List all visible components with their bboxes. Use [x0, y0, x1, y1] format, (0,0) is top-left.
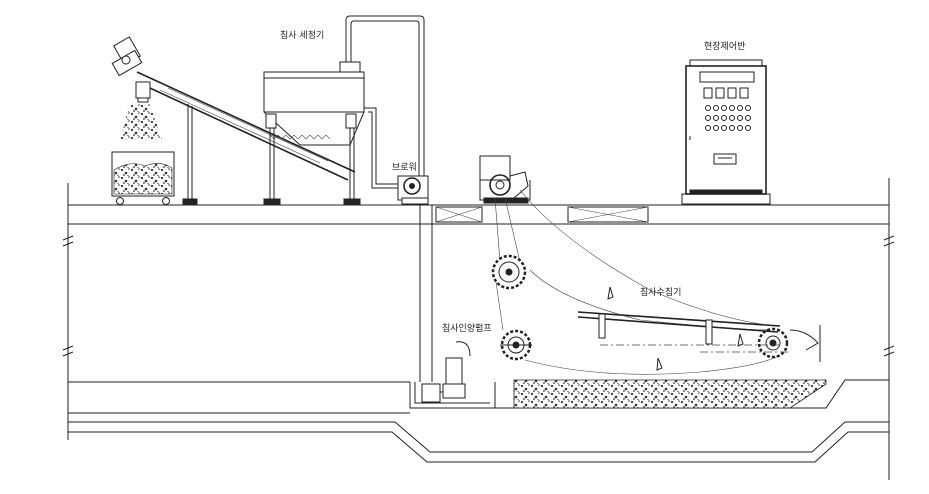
conveyor-motor-icon: [111, 36, 143, 77]
control-panel-label: 현장제어반: [704, 41, 745, 52]
chain-and-sprockets: [491, 189, 821, 375]
ground-structure: [62, 178, 895, 480]
collector-drive-unit: [479, 155, 531, 204]
blower-label: 브로워: [392, 162, 417, 173]
floor-grating: [435, 206, 649, 223]
washer-label: 침사 세정기: [280, 30, 324, 41]
sediment-bed: [513, 379, 827, 409]
upper-sprocket-icon: [491, 254, 527, 290]
sand-lift-pump: [421, 341, 471, 403]
sand-cart: [111, 151, 175, 205]
local-control-panel: [681, 59, 771, 205]
tail-sprocket-icon: [757, 325, 821, 362]
blower: [397, 175, 429, 205]
lower-sprocket-icon: [500, 329, 532, 361]
sand-washer: [263, 15, 425, 205]
screw-conveyor: [111, 36, 356, 205]
sand-collector-frame: [577, 286, 790, 371]
pump-label: 침사인양펌프: [442, 322, 492, 334]
indicator-lamps: [703, 87, 751, 131]
collector-label: 침사수집기: [640, 286, 681, 298]
